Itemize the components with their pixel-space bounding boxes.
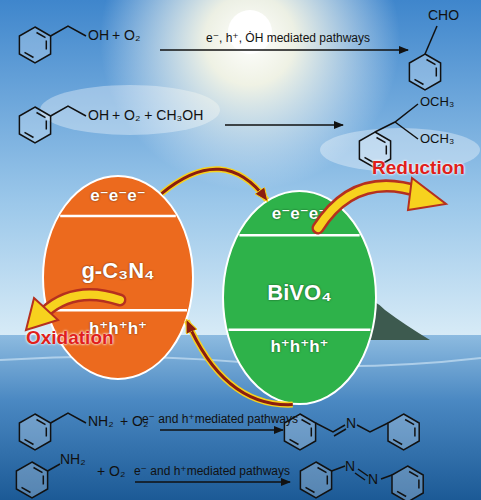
chemical-label: N [368,472,378,487]
ellipse-shape [43,176,193,379]
reaction-arrow [225,124,343,126]
arrow-line [162,169,267,200]
benzene-ring [392,466,423,500]
bond [332,466,345,471]
chemical-label: NH₂ [60,452,86,467]
arrow-glow [162,169,267,200]
chemical-label: OCH₃ [420,132,454,146]
benzene-ring [300,462,331,498]
process-label: Oxidation [26,328,114,349]
pathway-label: e⁻, h⁺, ȮH mediated pathways [206,32,370,45]
band-edge [49,309,187,312]
chemical-label: NH₂ [88,414,114,429]
reaction-arrow [135,481,290,483]
pathway-label: e⁻ and h⁺mediated pathways [134,465,290,478]
chemical-label: OH [88,108,109,123]
double-bond [355,473,365,480]
charge-transfer-arrow [162,169,267,200]
band-edge [239,234,359,237]
bond [51,26,86,36]
material-name: g-C₃N₄ [42,259,194,283]
band-edge [229,329,371,332]
sun-glow [100,0,400,190]
chemical-label: CHO [428,8,459,23]
reaction-arrow [160,49,408,51]
benzene-ring [16,462,47,498]
bond [381,475,392,479]
benzene-ring [19,107,50,143]
chemical-label: N [345,459,355,474]
reduction-arrow-head [408,178,446,210]
benzene-ring [409,54,440,90]
reaction-arrow [160,429,283,431]
benzene-ring [19,27,50,63]
double-bond [358,469,368,476]
benzene-ring [388,414,419,450]
bond [51,413,86,423]
chemical-label: OCH₃ [420,95,454,109]
bond [48,464,60,471]
chemical-label: + O₂ + CH₃OH [112,108,203,123]
chemical-label: OH [88,28,109,43]
chemical-label: + O₂ [112,28,140,43]
bond [51,106,86,116]
process-label: Reduction [372,158,465,179]
charge-carriers: h⁺h⁺h⁺ [222,338,377,357]
bond [357,423,388,432]
band-edge [60,215,176,218]
semiconductor-ellipse: e⁻e⁻e⁻g-C₃N₄h⁺h⁺h⁺ [42,175,194,380]
chemical-label: N [346,416,356,431]
material-name: BiVO₄ [222,281,377,305]
bond [395,122,418,139]
charge-carriers: e⁻e⁻e⁻ [222,204,377,223]
ellipse-shape [223,191,376,404]
benzene-ring [19,414,50,450]
bond [375,104,418,132]
double-bond [334,429,346,436]
semiconductor-ellipse: e⁻e⁻e⁻ BiVO₄ h⁺h⁺h⁺ [222,190,377,405]
bond [316,423,345,432]
chemical-label: + O₂ [97,464,125,479]
bond [425,26,437,54]
pathway-label: e⁻ and h⁺mediated pathways [142,413,298,426]
